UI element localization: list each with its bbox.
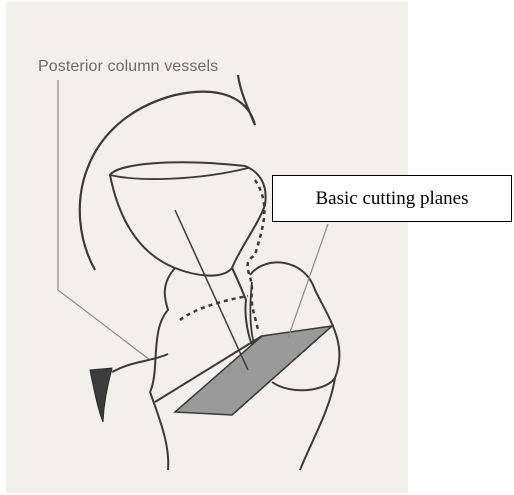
posterior-column-vessels-label: Posterior column vessels	[38, 58, 218, 76]
cutting-planes-label: Basic cutting planes	[315, 188, 468, 210]
cutting-planes-callout: Basic cutting planes	[272, 175, 512, 222]
